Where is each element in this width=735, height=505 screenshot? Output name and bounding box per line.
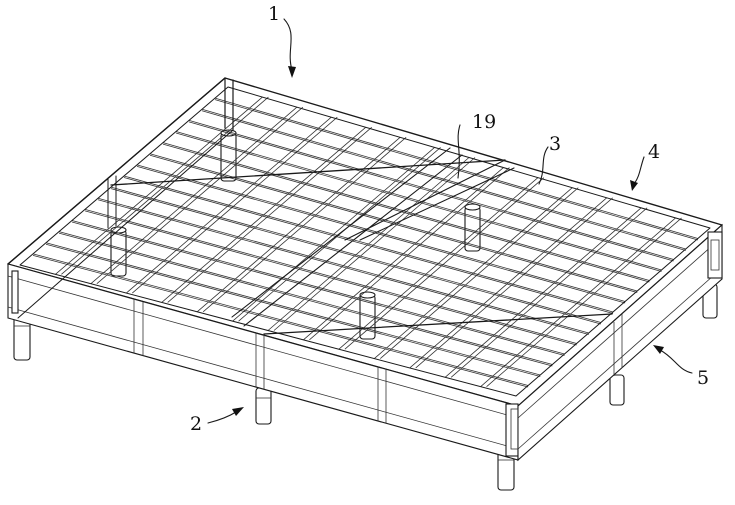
crossbar-line (486, 217, 682, 387)
crossbar-line (96, 106, 304, 285)
slat-line (214, 99, 698, 241)
slat-line (123, 177, 614, 314)
crossbar-line (132, 116, 338, 294)
crossbar-line (444, 207, 642, 378)
crossbar-line (415, 197, 613, 369)
crossbar-line (61, 96, 269, 275)
slat-line (45, 243, 541, 377)
reference-numerals: 1 19 3 4 5 2 (190, 3, 709, 435)
slat-line (201, 110, 686, 251)
slat-line (175, 132, 662, 272)
crossbar-line (167, 126, 372, 303)
leg-front-mid (255, 387, 272, 425)
slat-line (110, 188, 601, 325)
slat-line (71, 221, 565, 356)
front-side-rail (7, 263, 519, 461)
leg-center-back (464, 203, 481, 252)
center-joint-rails (110, 147, 613, 335)
label-side-rail: 4 (648, 141, 660, 163)
crossbar-line (374, 187, 573, 359)
slat-line (97, 199, 589, 335)
crossbar-line (267, 157, 470, 331)
crossbar-line (409, 197, 607, 369)
slat-line (32, 254, 529, 388)
label-front-leg: 2 (190, 413, 202, 435)
slat-line (84, 210, 577, 346)
crossbar-line (90, 106, 298, 285)
label-slat: 3 (549, 133, 561, 155)
leg-back-left (220, 129, 237, 182)
crossbar-line (55, 96, 263, 275)
end-rail (510, 223, 723, 462)
crossbar-line (232, 147, 435, 322)
crossbar-line (202, 137, 407, 313)
crossbar-line (344, 177, 545, 350)
crossbar-line (273, 157, 476, 331)
slat-line (58, 232, 553, 367)
crossbar-line (303, 167, 504, 341)
slat-line (162, 143, 650, 283)
label-center-joint: 19 (472, 111, 496, 133)
crossbar-line (480, 217, 676, 387)
left-end-posts (7, 77, 234, 319)
leg-right-mid (609, 374, 625, 406)
leaders (207, 18, 693, 424)
label-frame: 1 (268, 3, 280, 25)
crossbar-line (309, 167, 510, 341)
leg-front-right (497, 449, 515, 491)
crossbar-line (380, 187, 579, 359)
label-end-rail: 5 (697, 367, 709, 389)
crossbar-line (196, 137, 401, 313)
crossbar-line (338, 177, 539, 350)
crossbar-line (450, 207, 648, 378)
crossbar-line (126, 116, 332, 294)
slat-line (188, 121, 674, 262)
slat-line (136, 165, 626, 304)
crossbar-line (161, 126, 366, 303)
